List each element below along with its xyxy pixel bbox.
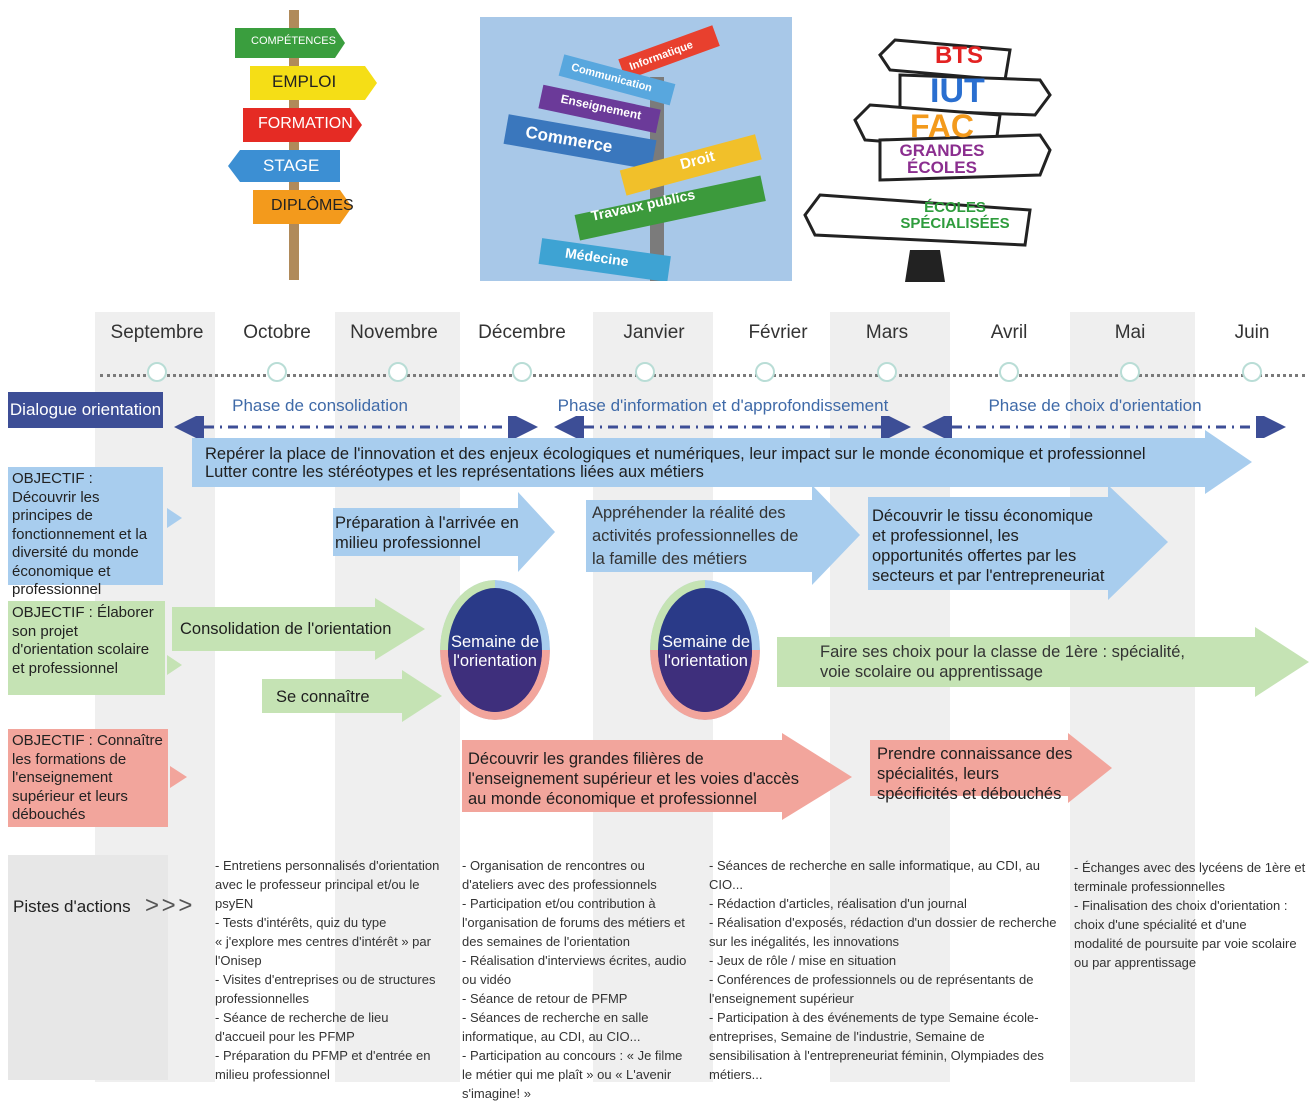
month-january: Janvier [623, 322, 685, 343]
arrow-consolidation: Consolidation de l'orientation [180, 620, 392, 638]
timeline-dot [388, 362, 408, 382]
semaine-orientation-circle-1 [440, 580, 550, 720]
semaine-orientation-label-1: Semaine de l'orientation [450, 633, 540, 670]
top-arrow-line1: Repérer la place de l'innovation et des … [205, 445, 1146, 463]
phase-choix: Phase de choix d'orientation [988, 396, 1202, 415]
pistes-actions-label: Pistes d'actions [13, 897, 131, 916]
month-april: Avril [990, 322, 1028, 343]
arrow-specialites: Prendre connaissance des spécialités, le… [877, 745, 1073, 803]
arrow-apprehender: Appréhender la réalité des activités pro… [592, 504, 799, 568]
actions-column-2: - Organisation de rencontres ou d'atelie… [462, 858, 687, 1101]
month-february: Février [748, 322, 808, 343]
sign-fac: FAC [910, 108, 974, 144]
timeline-dot [1242, 362, 1262, 382]
chevrons-icon: > > > [145, 892, 192, 919]
phase-consolidation: Phase de consolidation [232, 396, 408, 415]
timeline-dot [999, 362, 1019, 382]
arrow-faire-choix: Faire ses choix pour la classe de 1ère :… [820, 643, 1186, 681]
phase-information: Phase d'information et d'approfondisseme… [557, 396, 889, 415]
arrow-decouvrir-tissu: Découvrir le tissu économique et profess… [872, 507, 1105, 585]
image-signpost-careers: COMPÉTENCES EMPLOI FORMATION STAGE DIPLÔ… [225, 10, 385, 280]
month-november: Novembre [350, 322, 438, 343]
arrow-preparation: Préparation à l'arrivée en milieu profes… [335, 514, 519, 552]
pistes-band [8, 855, 168, 1080]
month-may: Mai [1114, 322, 1146, 343]
sign-diplomes: DIPLÔMES [271, 197, 354, 214]
sign-emploi: EMPLOI [272, 72, 337, 91]
sign-iut: IUT [930, 72, 985, 110]
objective-1-box: OBJECTIF : Découvrir les principes de fo… [8, 467, 163, 598]
timeline-dot [755, 362, 775, 382]
semaine-orientation-label-2: Semaine de l'orientation [661, 633, 751, 670]
month-march: Mars [865, 322, 909, 343]
timeline-dot [147, 362, 167, 382]
month-december: Décembre [478, 322, 566, 343]
objective-3-box: OBJECTIF : Connaître les formations de l… [8, 729, 168, 827]
timeline-dot [267, 362, 287, 382]
image-signpost-sectors: Informatique Communication Enseignement … [480, 17, 792, 281]
actions-column-3: - Séances de recherche en salle informat… [709, 858, 1057, 1082]
actions-column-1: - Entretiens personnalisés d'orientation… [215, 858, 440, 1082]
timeline-dot [512, 362, 532, 382]
sign-competences: COMPÉTENCES [251, 35, 336, 47]
sign-ecoles-specialisees: ÉCOLES SPÉCIALISÉES [900, 199, 1010, 232]
image-signpost-studies: BTS IUT FAC GRANDES ÉCOLES ÉCOLES SPÉCIA… [800, 20, 1070, 282]
actions-column-4: - Échanges avec des lycéens de 1ère et t… [1074, 860, 1306, 970]
objective-2-box: OBJECTIF : Élaborer son projet d'orienta… [8, 601, 165, 695]
top-arrow-line2: Lutter contre les stéréotypes et les rep… [205, 463, 704, 481]
dialogue-orientation-label: Dialogue orientation [8, 392, 163, 428]
timeline-dot [1120, 362, 1140, 382]
semaine-orientation-circle-2 [650, 580, 760, 720]
timeline-dot [635, 362, 655, 382]
month-october: Octobre [243, 322, 311, 343]
arrow-se-connaitre: Se connaître [276, 688, 370, 706]
timeline-line [100, 374, 1305, 377]
arrow-grandes-filieres: Découvrir les grandes filières de l'ense… [468, 750, 799, 808]
month-june: Juin [1234, 322, 1270, 343]
sign-stage: STAGE [263, 156, 320, 175]
month-september: Septembre [110, 322, 204, 343]
timeline-dot [877, 362, 897, 382]
phase-arrows [174, 416, 1286, 438]
sign-bts: BTS [935, 42, 983, 69]
sign-formation: FORMATION [258, 115, 353, 132]
sign-grandes-ecoles: GRANDES ÉCOLES [899, 141, 985, 177]
